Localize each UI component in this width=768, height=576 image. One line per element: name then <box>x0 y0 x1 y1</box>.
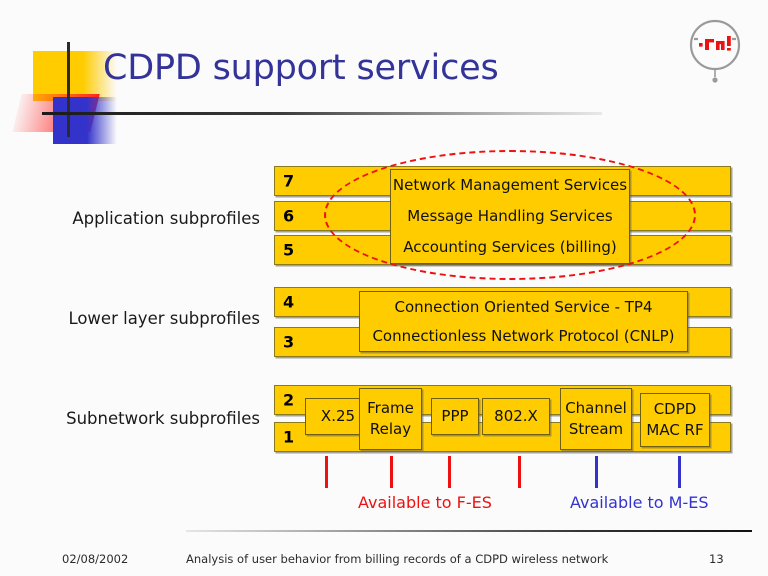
subnetwork-box-frame-relay-line1: Frame <box>367 398 414 417</box>
layer-number-3: 3 <box>283 332 295 352</box>
subnetwork-box-cdpd-mac-rf-line2: MAC RF <box>646 421 704 439</box>
cnl-logo-icon <box>689 19 741 83</box>
decoration-blue-square <box>53 97 87 144</box>
page-title: CDPD support services <box>103 48 499 88</box>
layer-number-4: 4 <box>283 292 295 312</box>
footer-title: Analysis of user behavior from billing r… <box>186 552 609 566</box>
layer-number-2: 2 <box>283 390 295 410</box>
layer-number-5: 5 <box>283 240 295 260</box>
application-service-1: Network Management Services <box>392 176 628 195</box>
tick-fes-ppp <box>448 456 451 488</box>
subnetwork-box-frame-relay-line2: Relay <box>369 420 412 438</box>
subnetwork-box-channel-stream: Channel Stream <box>560 388 632 450</box>
subnetwork-box-ppp-line1: PPP <box>441 406 469 425</box>
tick-mes-cdpd-mac-rf <box>678 456 681 488</box>
footer-divider <box>186 530 752 532</box>
subnetwork-box-x25-line1: X.25 <box>320 406 356 425</box>
footer-date: 02/08/2002 <box>62 552 129 566</box>
decoration-vertical-line <box>67 42 70 137</box>
tick-mes-channel-stream <box>595 456 598 488</box>
subnetwork-box-frame-relay: Frame Relay <box>359 388 422 450</box>
layer-number-1: 1 <box>283 427 295 447</box>
decoration-yellow-square <box>33 51 83 101</box>
subnetwork-box-802x-line1: 802.X <box>494 406 538 425</box>
decoration-horizontal-rule <box>42 112 602 115</box>
subnetwork-box-channel-stream-line2: Stream <box>568 420 624 438</box>
subnetwork-box-cdpd-mac-rf-line1: CDPD <box>653 399 697 418</box>
legend-available-to-mes: Available to M-ES <box>570 493 709 512</box>
application-service-2: Message Handling Services <box>407 207 613 226</box>
tick-fes-x25 <box>325 456 328 488</box>
subnetwork-box-802x: 802.X <box>482 398 550 435</box>
tick-fes-frame-relay <box>390 456 393 488</box>
slide-header: CDPD support services <box>0 0 768 145</box>
lower-layer-services-box: Connection Oriented Service - TP4 Connec… <box>359 291 688 352</box>
slide-footer: 02/08/2002 Analysis of user behavior fro… <box>0 530 768 576</box>
application-service-3: Accounting Services (billing) <box>403 238 617 257</box>
layer-number-7: 7 <box>283 171 295 191</box>
subnetwork-box-ppp: PPP <box>431 398 479 435</box>
subnetwork-box-cdpd-mac-rf: CDPD MAC RF <box>640 393 710 447</box>
footer-page-number: 13 <box>709 552 724 566</box>
legend-available-to-fes: Available to F-ES <box>358 493 492 512</box>
tick-fes-802x <box>518 456 521 488</box>
group-label-subnetwork: Subnetwork subprofiles <box>66 409 260 428</box>
group-label-lower-layer: Lower layer subprofiles <box>68 309 260 328</box>
decoration-yellow-fade <box>83 51 117 101</box>
subnetwork-box-channel-stream-line1: Channel <box>565 398 627 417</box>
group-label-application: Application subprofiles <box>72 209 260 228</box>
lower-layer-service-2: Connectionless Network Protocol (CNLP) <box>372 327 675 345</box>
lower-layer-service-1: Connection Oriented Service - TP4 <box>394 297 653 316</box>
layer-number-6: 6 <box>283 206 295 226</box>
decoration-blue-fade <box>87 97 117 144</box>
application-services-box: Network Management Services Message Hand… <box>390 169 630 264</box>
